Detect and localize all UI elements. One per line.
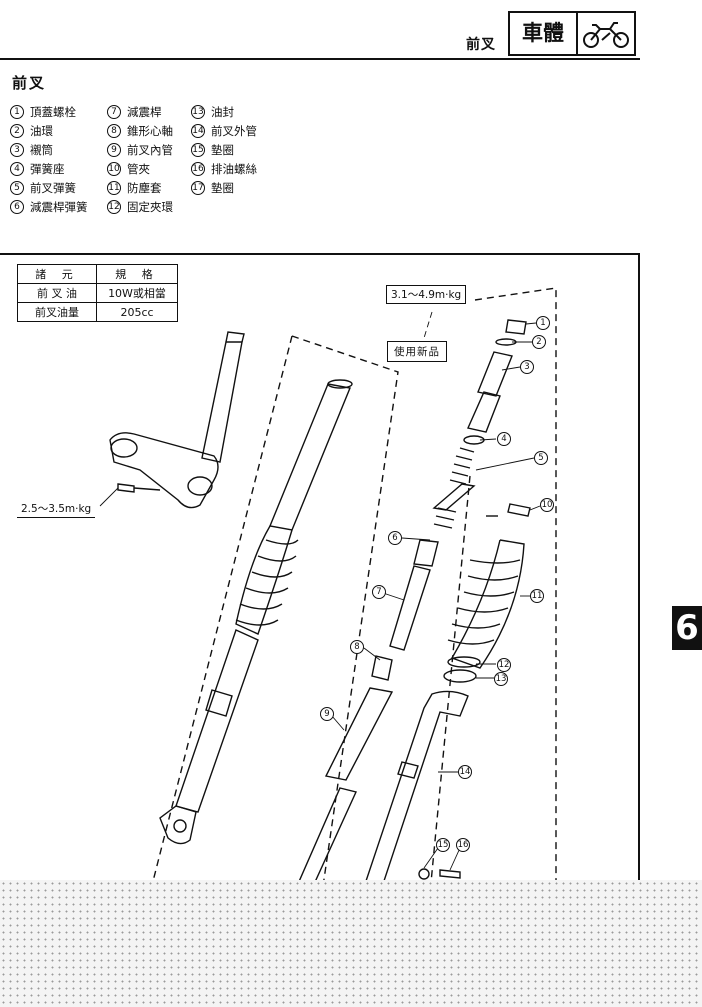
spec-cell: 10W或相當 [96, 283, 178, 303]
callout-16: 16 [456, 838, 470, 852]
callout-5: 5 [534, 451, 548, 465]
callout-2: 2 [532, 335, 546, 349]
chapter-header-box: 車體 [508, 11, 636, 56]
header-rule [0, 58, 640, 60]
callout-7: 7 [372, 585, 386, 599]
spec-table: 諸 元 規 格 前 叉 油 10W或相當 前叉油量 205cc [17, 264, 178, 322]
chapter-subtitle: 前叉 [466, 37, 496, 53]
chapter-tab: 6 [672, 606, 702, 650]
spec-header: 規 格 [96, 264, 178, 284]
spec-cell: 前叉油量 [17, 302, 97, 322]
callout-11: 11 [530, 589, 544, 603]
callout-6: 6 [388, 531, 402, 545]
spec-row: 前 叉 油 10W或相當 [17, 283, 178, 303]
callout-4: 4 [497, 432, 511, 446]
callout-3: 3 [520, 360, 534, 374]
callout-9: 9 [320, 707, 334, 721]
chapter-title: 車體 [510, 13, 578, 54]
spec-row: 前叉油量 205cc [17, 302, 178, 322]
diagram-frame-top [0, 253, 640, 255]
torque-label-top-bolt: 3.1～4.9m·kg [386, 285, 467, 304]
torque-label-clamp-bolt: 2.5～3.5m·kg [17, 500, 96, 518]
diagram-frame-right [638, 253, 640, 893]
spec-cell: 205cc [96, 302, 178, 322]
callout-1: 1 [536, 316, 550, 330]
callout-14: 14 [458, 765, 472, 779]
new-part-note: 使用新品 [387, 341, 447, 362]
callout-10: 10 [540, 498, 554, 512]
scan-halftone-footer [0, 880, 702, 1007]
spec-cell: 前 叉 油 [17, 283, 97, 303]
spec-header: 諸 元 [17, 264, 97, 284]
callout-13: 13 [494, 672, 508, 686]
callout-8: 8 [350, 640, 364, 654]
callout-15: 15 [436, 838, 450, 852]
motorcycle-icon [583, 22, 629, 48]
section-title: 前叉 [12, 74, 47, 92]
spec-header-row: 諸 元 規 格 [17, 264, 178, 284]
callout-12: 12 [497, 658, 511, 672]
front-fork-exploded-diagram [99, 287, 557, 893]
